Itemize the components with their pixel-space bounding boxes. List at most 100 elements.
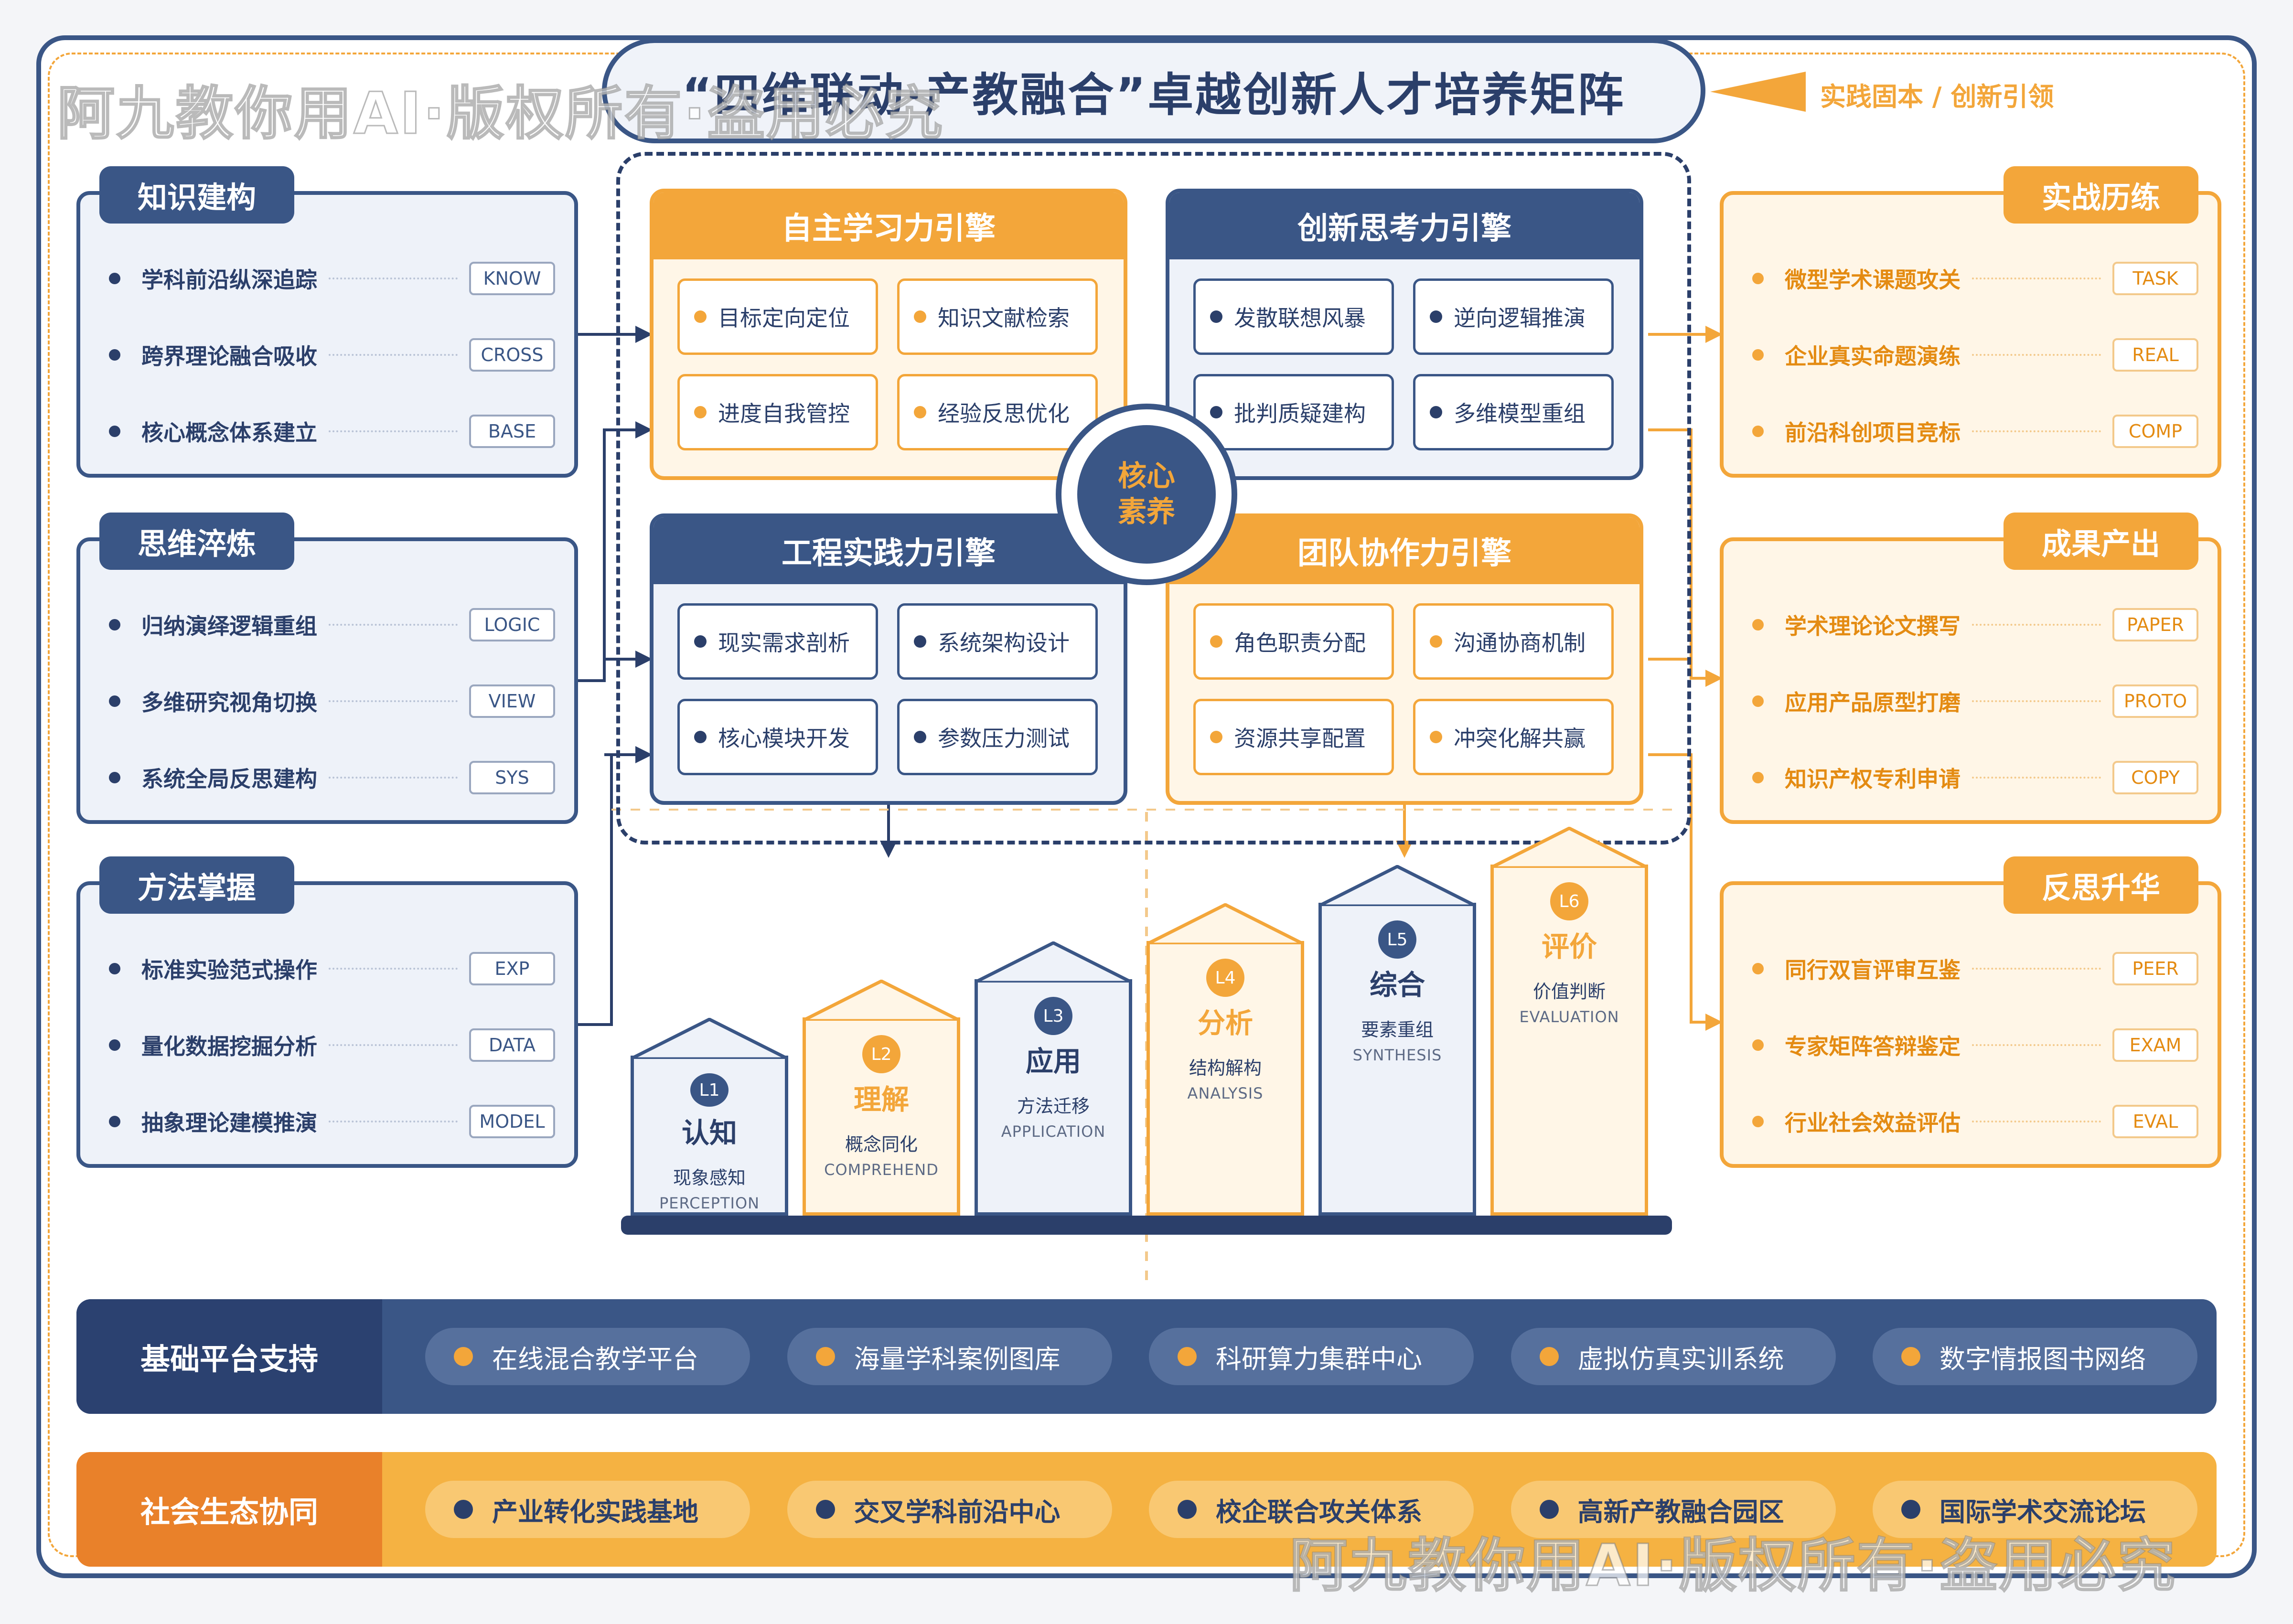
bullet-icon: [1430, 310, 1442, 323]
item-tag: PROTO: [2112, 684, 2198, 718]
engine-chip: 逆向逻辑推演: [1413, 278, 1614, 355]
chip-text: 知识文献检索: [938, 305, 1070, 331]
chip-text: 角色职责分配: [1234, 630, 1366, 656]
chip-text: 冲突化解共赢: [1454, 726, 1586, 751]
item-tag: BASE: [469, 415, 555, 448]
level-desc: 要素重组: [1361, 1019, 1434, 1040]
item-text: 前沿科创项目竞标: [1785, 420, 1961, 446]
level-english: SYNTHESIS: [1352, 1046, 1442, 1064]
bullet-icon: [1178, 1500, 1197, 1519]
level-name: 评价: [1541, 930, 1597, 963]
bullet-icon: [1430, 731, 1442, 743]
item-tag: LOGIC: [469, 608, 555, 641]
level-desc: 方法迁移: [1017, 1096, 1090, 1117]
item-text: 知识产权专利申请: [1785, 766, 1961, 792]
level-desc: 结构解构: [1189, 1058, 1262, 1079]
item-tag: PAPER: [2112, 608, 2198, 641]
item-tag: TASK: [2112, 262, 2198, 295]
level-name: 认知: [681, 1117, 737, 1149]
level-step: L2 理解 概念同化 COMPREHEND: [803, 980, 960, 1216]
engine-chip: 系统架构设计: [897, 603, 1098, 680]
engine-chip: 核心模块开发: [677, 699, 878, 775]
chip-text: 核心模块开发: [718, 726, 850, 751]
leader-line: [329, 430, 458, 432]
leader-line: [1972, 1044, 2101, 1046]
item-text: 多维研究视角切换: [141, 690, 317, 716]
chip-text: 进度自我管控: [718, 401, 850, 427]
item-tag: COMP: [2112, 415, 2198, 448]
page-title: “四维联动·产教融合”卓越创新人才培养矩阵: [682, 68, 1626, 122]
bullet-icon: [1752, 772, 1764, 783]
bullet-icon: [1752, 695, 1764, 707]
core-line-2: 素养: [1118, 495, 1175, 529]
bullet-icon: [1901, 1347, 1920, 1366]
level-english: PERCEPTION: [659, 1194, 760, 1212]
level-badge: L2: [862, 1035, 900, 1073]
step-roof: [1318, 865, 1476, 906]
bullet-icon: [1430, 406, 1442, 418]
engine-chip: 目标定向定位: [677, 278, 878, 355]
title-arrow-icon: [1710, 72, 1806, 112]
bullet-icon: [109, 426, 120, 437]
watermark-top: 阿九教你用AI·版权所有·盗用必究: [57, 80, 944, 148]
leader-line: [329, 624, 458, 626]
item-tag: COPY: [2112, 761, 2198, 794]
pill-text: 高新产教融合园区: [1577, 1496, 1784, 1527]
item-text: 行业社会效益评估: [1785, 1110, 1961, 1136]
chip-text: 现实需求剖析: [718, 630, 850, 656]
list-item: 跨界理论融合吸收 CROSS: [109, 338, 555, 372]
bullet-icon: [109, 619, 120, 630]
bullet-icon: [454, 1347, 473, 1366]
bullet-icon: [109, 963, 120, 974]
level-step: L6 评价 价值判断 EVALUATION: [1490, 827, 1648, 1216]
item-text: 学科前沿纵深追踪: [141, 267, 317, 293]
bullet-icon: [1539, 1500, 1559, 1519]
engine-chip: 批判质疑建构: [1193, 374, 1394, 450]
bullet-icon: [815, 1500, 835, 1519]
bullet-icon: [1752, 273, 1764, 284]
engine-title: 创新思考力引擎: [1169, 192, 1639, 259]
bullet-icon: [914, 635, 926, 648]
level-english: EVALUATION: [1519, 1008, 1619, 1026]
chip-text: 目标定向定位: [718, 305, 850, 331]
item-text: 跨界理论融合吸收: [141, 343, 317, 369]
step-roof: [1490, 827, 1648, 868]
level-name: 分析: [1197, 1007, 1253, 1039]
bullet-icon: [1752, 349, 1764, 361]
item-tag: KNOW: [469, 262, 555, 295]
step-roof: [975, 941, 1132, 983]
bullet-icon: [694, 731, 707, 743]
pill-text: 交叉学科前沿中心: [854, 1496, 1061, 1527]
engine-innovative-thinking: 创新思考力引擎 发散联想风暴 逆向逻辑推演 批判质疑建构 多维模型重组: [1166, 189, 1643, 480]
level-badge: L3: [1034, 997, 1072, 1035]
item-tag: EXP: [469, 952, 555, 985]
bullet-icon: [914, 406, 926, 418]
engine-chip: 经验反思优化: [897, 374, 1098, 450]
pill-text: 在线混合教学平台: [492, 1344, 698, 1374]
pill-text: 校企联合攻关体系: [1216, 1496, 1422, 1527]
chip-text: 资源共享配置: [1234, 726, 1366, 751]
platform-pill: 虚拟仿真实训系统: [1511, 1328, 1836, 1385]
leader-line: [1972, 700, 2101, 702]
bullet-icon: [914, 731, 926, 743]
platform-pill: 科研算力集群中心: [1149, 1328, 1474, 1385]
platform-band: 基础平台支持 在线混合教学平台 海量学科案例图库 科研算力集群中心 虚拟仿真实训…: [76, 1299, 2217, 1414]
chip-text: 逆向逻辑推演: [1454, 305, 1586, 331]
item-tag: CROSS: [469, 338, 555, 372]
leader-line: [1972, 1121, 2101, 1122]
engine-chip: 冲突化解共赢: [1413, 699, 1614, 775]
engine-chip: 参数压力测试: [897, 699, 1098, 775]
bullet-icon: [1752, 1116, 1764, 1127]
pill-text: 产业转化实践基地: [492, 1496, 698, 1527]
